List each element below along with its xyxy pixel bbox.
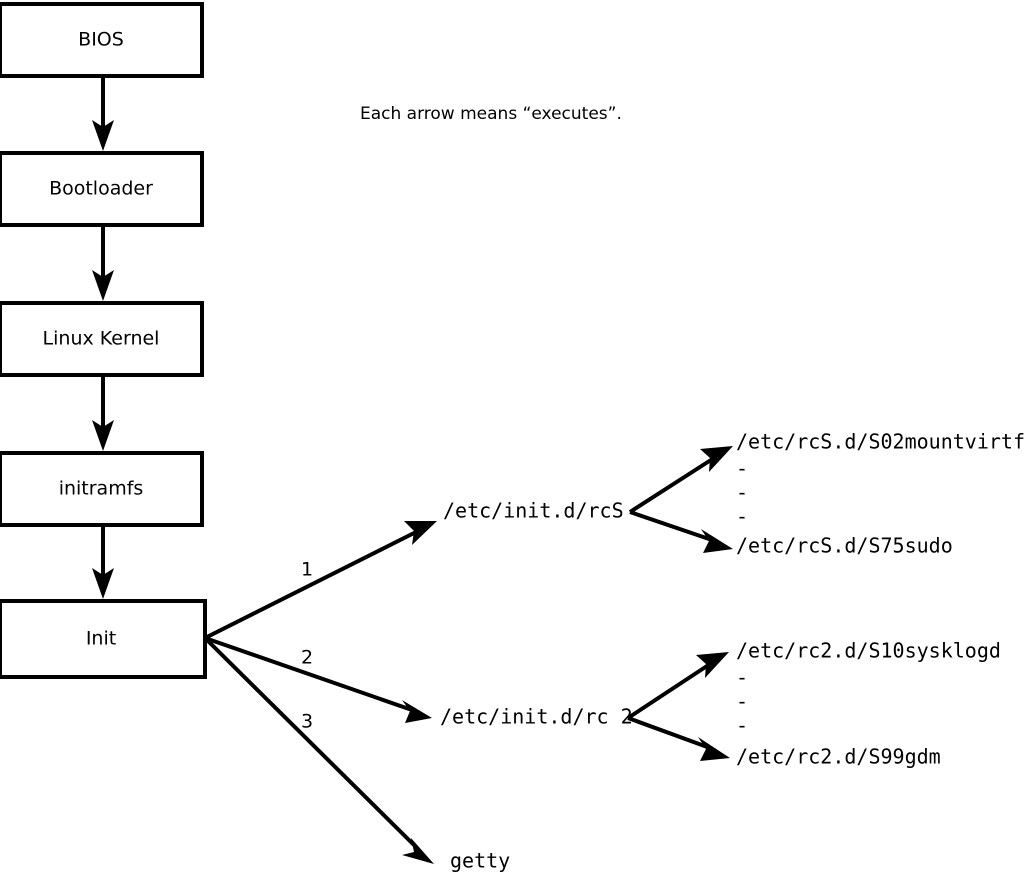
box-initramfs[interactable]: initramfs [0, 451, 204, 527]
arrow-rc2-to-last-script [627, 716, 730, 761]
branch-number-1: 1 [301, 559, 313, 581]
arrow-kernel-to-initramfs [92, 377, 114, 451]
box-initramfs-rect [0, 451, 204, 527]
legend-note: Each arrow means “executes”. [360, 104, 622, 124]
box-init-rect [0, 599, 207, 679]
box-initramfs-label: initramfs [59, 478, 144, 500]
arrow-bootloader-to-kernel [92, 227, 114, 301]
branch-number-2: 2 [301, 647, 313, 669]
arrow-rcs-to-last-script [629, 510, 733, 553]
label-getty[interactable]: getty [450, 849, 510, 873]
box-bios-rect [0, 2, 204, 78]
box-bios[interactable]: BIOS [0, 2, 204, 78]
rc2-ellipsis-dash-2: - [736, 690, 748, 714]
arrow-init-to-rc2 [204, 636, 432, 723]
box-linux-kernel[interactable]: Linux Kernel [0, 301, 204, 377]
rcs-ellipsis-dash-2: - [736, 481, 748, 505]
box-bootloader[interactable]: Bootloader [0, 151, 204, 227]
rc2-script-first: /etc/rc2.d/S10sysklogd [736, 639, 1001, 663]
label-init-d-rcs[interactable]: /etc/init.d/rcS [443, 499, 624, 523]
arrow-rc2-to-first-script [626, 652, 729, 720]
box-init[interactable]: Init [0, 599, 207, 679]
box-bios-label: BIOS [78, 29, 124, 51]
box-bootloader-label: Bootloader [49, 178, 153, 200]
rcs-ellipsis-dash-3: - [736, 505, 748, 529]
arrow-initramfs-to-init [92, 527, 114, 599]
arrow-init-to-getty [203, 636, 434, 864]
box-linux-kernel-label: Linux Kernel [43, 328, 160, 350]
rcs-script-first: /etc/rcS.d/S02mountvirtfs [736, 430, 1024, 454]
box-bootloader-rect [0, 151, 204, 227]
arrow-init-to-rcs [204, 521, 437, 640]
rcs-ellipsis-dash-1: - [736, 457, 748, 481]
rc2-ellipsis-dash-3: - [736, 714, 748, 738]
label-init-d-rc2[interactable]: /etc/init.d/rc 2 [440, 705, 633, 729]
box-init-label: Init [86, 628, 116, 650]
arrow-rcs-to-first-script [628, 446, 733, 514]
arrow-bios-to-bootloader [92, 78, 114, 151]
rcs-script-last: /etc/rcS.d/S75sudo [736, 534, 953, 558]
rc2-script-last: /etc/rc2.d/S99gdm [736, 745, 941, 769]
box-linux-kernel-rect [0, 301, 204, 377]
branch-number-3: 3 [301, 711, 313, 733]
rc2-ellipsis-dash-1: - [736, 666, 748, 690]
